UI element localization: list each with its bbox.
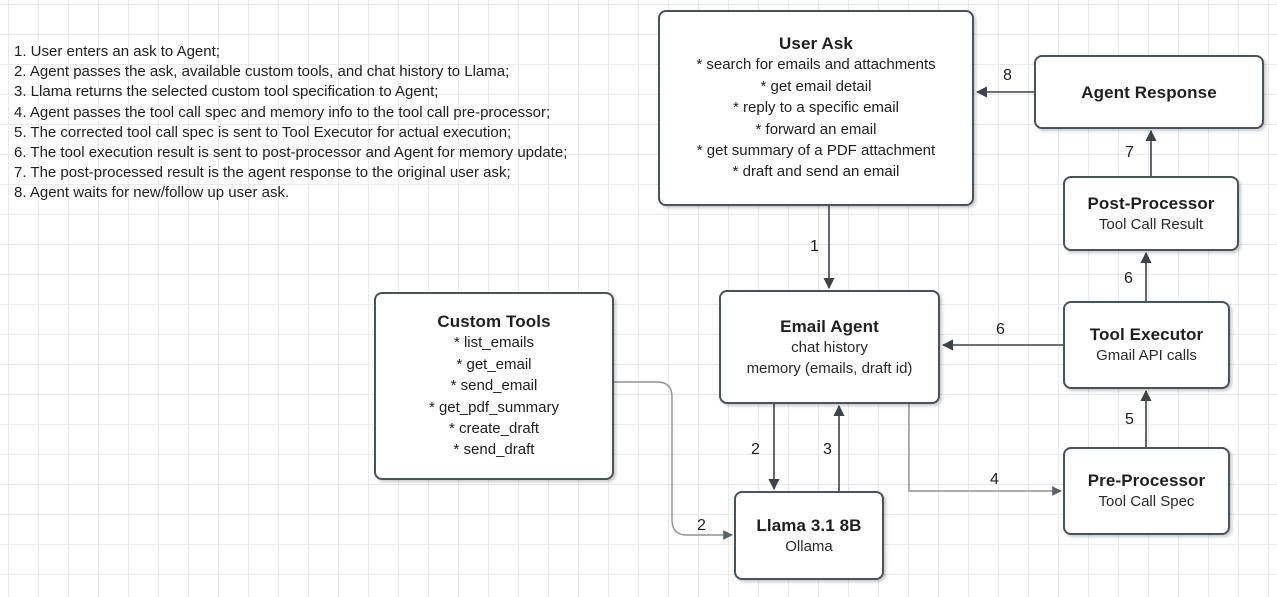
- edge-label-3: 3: [823, 441, 832, 458]
- node-user-ask-item: * reply to a specific email: [733, 99, 899, 117]
- node-user-ask-item: * draft and send an email: [732, 163, 900, 181]
- node-user-ask-item: * get summary of a PDF attachment: [696, 141, 936, 159]
- edge-label-5: 5: [1125, 411, 1134, 428]
- edge-label-4: 4: [990, 471, 999, 488]
- legend-step: 1. User enters an ask to Agent;: [14, 43, 220, 60]
- node-tool-executor-title: Tool Executor: [1089, 325, 1204, 344]
- edge-label-6-executor-agent: 6: [996, 321, 1005, 338]
- node-user-ask-item: * search for emails and attachments: [696, 56, 936, 74]
- legend-step: 4. Agent passes the tool call spec and m…: [14, 103, 551, 121]
- node-pre-processor-title: Pre-Processor: [1087, 471, 1206, 490]
- node-llama[interactable]: Llama 3.1 8B Ollama: [734, 491, 884, 580]
- node-custom-tools-item: * send_draft: [453, 441, 535, 459]
- node-custom-tools[interactable]: Custom Tools * list_emails * get_email *…: [374, 292, 614, 480]
- node-llama-title: Llama 3.1 8B: [756, 515, 862, 535]
- edge-label-7: 7: [1125, 144, 1134, 161]
- node-agent-response-title: Agent Response: [1081, 82, 1217, 102]
- node-email-agent[interactable]: Email Agent chat history memory (emails,…: [719, 290, 940, 404]
- legend-step: 7. The post-processed result is the agen…: [14, 164, 511, 182]
- edge-label-2-agent-llama: 2: [751, 441, 760, 458]
- node-pre-processor[interactable]: Pre-Processor Tool Call Spec: [1063, 447, 1230, 535]
- node-custom-tools-item: * list_emails: [453, 334, 534, 352]
- edge-label-1: 1: [810, 238, 819, 255]
- node-user-ask-item: * forward an email: [755, 120, 877, 138]
- node-post-processor[interactable]: Post-Processor Tool Call Result: [1063, 176, 1239, 251]
- node-post-processor-title: Post-Processor: [1087, 193, 1215, 213]
- legend-step: 8. Agent waits for new/follow up user as…: [14, 184, 290, 202]
- node-user-ask[interactable]: User Ask * search for emails and attachm…: [658, 10, 974, 206]
- node-post-processor-subtitle: Tool Call Result: [1098, 215, 1204, 233]
- node-custom-tools-item: * send_email: [450, 377, 538, 395]
- node-custom-tools-item: * get_pdf_summary: [428, 398, 560, 416]
- node-tool-executor[interactable]: Tool Executor Gmail API calls: [1063, 301, 1230, 389]
- node-email-agent-subtitle-1: chat history: [791, 338, 868, 356]
- legend-step: 5. The corrected tool call spec is sent …: [14, 123, 512, 141]
- node-pre-processor-subtitle: Tool Call Spec: [1098, 493, 1195, 510]
- node-email-agent-title: Email Agent: [780, 316, 879, 336]
- node-user-ask-title: User Ask: [779, 34, 853, 54]
- legend-steps: 1. User enters an ask to Agent; 2. Agent…: [14, 42, 644, 204]
- node-custom-tools-list: * list_emails * get_email * send_email *…: [429, 332, 559, 460]
- node-llama-subtitle: Ollama: [785, 537, 833, 555]
- node-custom-tools-title: Custom Tools: [437, 312, 551, 332]
- edge-label-2-tools-llama: 2: [697, 517, 706, 534]
- edge-custom-tools-to-llama: [614, 381, 733, 540]
- node-agent-response[interactable]: Agent Response: [1034, 55, 1264, 129]
- legend-step: 6. The tool execution result is sent to …: [14, 144, 568, 162]
- node-custom-tools-item: * get_email: [456, 355, 532, 373]
- legend-step: 3. Llama returns the selected custom too…: [14, 83, 439, 101]
- node-custom-tools-item: * create_draft: [448, 419, 540, 437]
- edge-label-8: 8: [1003, 67, 1012, 84]
- node-tool-executor-subtitle: Gmail API calls: [1096, 347, 1197, 364]
- node-email-agent-subtitle-2: memory (emails, draft id): [746, 359, 913, 377]
- legend-step: 2. Agent passes the ask, available custo…: [14, 63, 510, 81]
- node-user-ask-list: * search for emails and attachments * ge…: [696, 54, 935, 182]
- edge-label-6-executor-post: 6: [1124, 270, 1133, 287]
- edge-email-agent-to-pre-processor: [908, 404, 1062, 496]
- node-user-ask-item: * get email detail: [760, 77, 872, 95]
